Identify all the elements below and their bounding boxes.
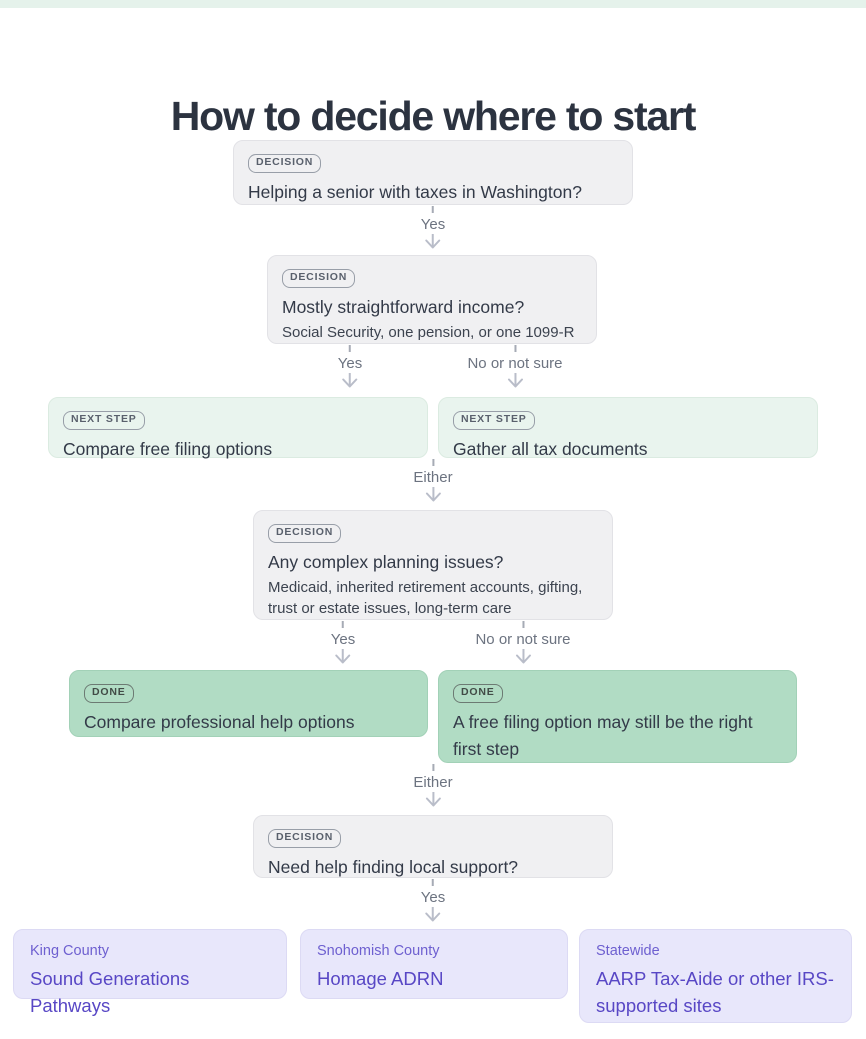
done-node-professional-help: DONE Compare professional help options	[69, 670, 428, 737]
connector-tick	[431, 206, 434, 213]
node-title: Compare free filing options	[63, 438, 273, 459]
resource-card-snohomish-county[interactable]: Snohomish County Homage ADRN	[300, 929, 568, 999]
down-arrow-icon	[515, 649, 531, 664]
connector-no-2: No or not sure	[467, 345, 563, 389]
top-accent-bar	[0, 0, 866, 8]
node-title: Need help finding local support?	[268, 856, 519, 877]
connector-tick	[431, 879, 434, 886]
done-badge: DONE	[84, 684, 134, 703]
decision-badge: DECISION	[282, 269, 356, 288]
decision-node-washington: DECISION Helping a senior with taxes in …	[233, 140, 633, 205]
down-arrow-icon	[425, 792, 441, 807]
down-arrow-icon	[425, 487, 441, 502]
next-step-node-compare-free: NEXT STEP Compare free filing options	[48, 397, 428, 459]
connector-tick	[432, 764, 434, 771]
done-badge: DONE	[453, 684, 503, 703]
connector-label: Yes	[420, 889, 446, 906]
connector-either-2: Either	[413, 764, 453, 808]
resource-region: Statewide	[596, 943, 660, 959]
node-subtitle: Medicaid, inherited retirement accounts,…	[268, 578, 583, 618]
resource-name: Sound Generations Pathways	[30, 967, 190, 1016]
decision-badge: DECISION	[248, 154, 322, 173]
connector-label: No or not sure	[467, 355, 563, 372]
connector-tick	[432, 459, 434, 466]
decision-node-income: DECISION Mostly straightforward income? …	[267, 255, 597, 344]
down-arrow-icon	[425, 234, 441, 249]
node-subtitle: Social Security, one pension, or one 109…	[282, 323, 575, 341]
down-arrow-icon	[425, 907, 441, 922]
connector-label: Yes	[330, 631, 356, 648]
connector-label: Either	[413, 774, 453, 791]
next-step-badge: NEXT STEP	[63, 411, 145, 430]
connector-label: Either	[413, 469, 453, 486]
resource-card-statewide[interactable]: Statewide AARP Tax-Aide or other IRS-sup…	[579, 929, 852, 1023]
down-arrow-icon	[342, 373, 358, 388]
connector-label: Yes	[420, 216, 446, 233]
connector-label: No or not sure	[475, 631, 571, 648]
node-title: Gather all tax documents	[453, 438, 648, 459]
node-title: Mostly straightforward income?	[282, 296, 525, 317]
resource-region: Snohomish County	[317, 943, 440, 959]
connector-tick	[341, 621, 344, 628]
decision-node-local-support: DECISION Need help finding local support…	[253, 815, 613, 878]
node-title: Helping a senior with taxes in Washingto…	[248, 181, 582, 202]
decision-badge: DECISION	[268, 829, 342, 848]
resource-region: King County	[30, 943, 109, 959]
next-step-badge: NEXT STEP	[453, 411, 535, 430]
page-title: How to decide where to start	[170, 93, 697, 140]
connector-tick	[348, 345, 351, 352]
down-arrow-icon	[335, 649, 351, 664]
decision-badge: DECISION	[268, 524, 342, 543]
connector-no-3: No or not sure	[475, 621, 571, 665]
node-title: Compare professional help options	[84, 711, 355, 732]
connector-tick	[513, 345, 516, 352]
node-title: A free filing option may still be the ri…	[453, 711, 753, 759]
resource-name: AARP Tax-Aide or other IRS-supported sit…	[596, 967, 834, 1016]
node-title: Any complex planning issues?	[268, 551, 504, 572]
next-step-node-gather-docs: NEXT STEP Gather all tax documents	[438, 397, 818, 459]
connector-label: Yes	[337, 355, 363, 372]
connector-tick	[521, 621, 524, 628]
decision-node-complex: DECISION Any complex planning issues? Me…	[253, 510, 613, 620]
resource-name: Homage ADRN	[317, 967, 444, 989]
resource-card-king-county[interactable]: King County Sound Generations Pathways	[13, 929, 287, 1016]
connector-either-1: Either	[413, 459, 453, 503]
connector-yes-3: Yes	[331, 621, 355, 665]
connector-yes-4: Yes	[421, 879, 445, 923]
done-node-free-filing: DONE A free filing option may still be t…	[438, 670, 797, 763]
down-arrow-icon	[507, 373, 523, 388]
connector-yes-2: Yes	[338, 345, 362, 389]
connector-yes-1: Yes	[421, 206, 445, 250]
